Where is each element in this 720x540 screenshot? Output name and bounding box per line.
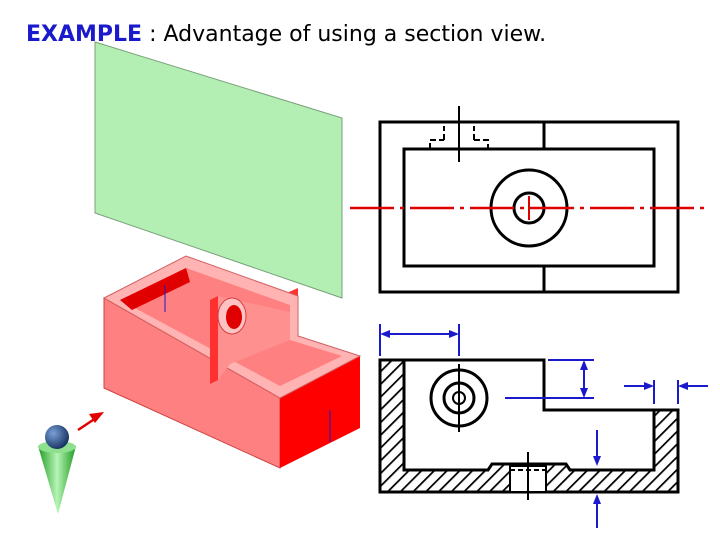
pictorial-part [102,255,362,469]
part-recess-wall [120,268,190,310]
viewer-eye-icon [38,425,76,514]
part-front-face [280,356,360,468]
part-hole-inner [226,305,242,329]
dimension-annotations [379,324,708,528]
title-text: : Advantage of using a section view. [142,22,547,47]
section-view [378,358,680,500]
slide-title: EXAMPLE : Advantage of using a section v… [26,22,546,47]
title-keyword: EXAMPLE [26,22,143,47]
top-view-hidden-feature [429,126,489,149]
cutting-plane [94,41,343,299]
part-upright-wall [210,296,218,384]
view-direction-arrow-icon [77,412,104,432]
